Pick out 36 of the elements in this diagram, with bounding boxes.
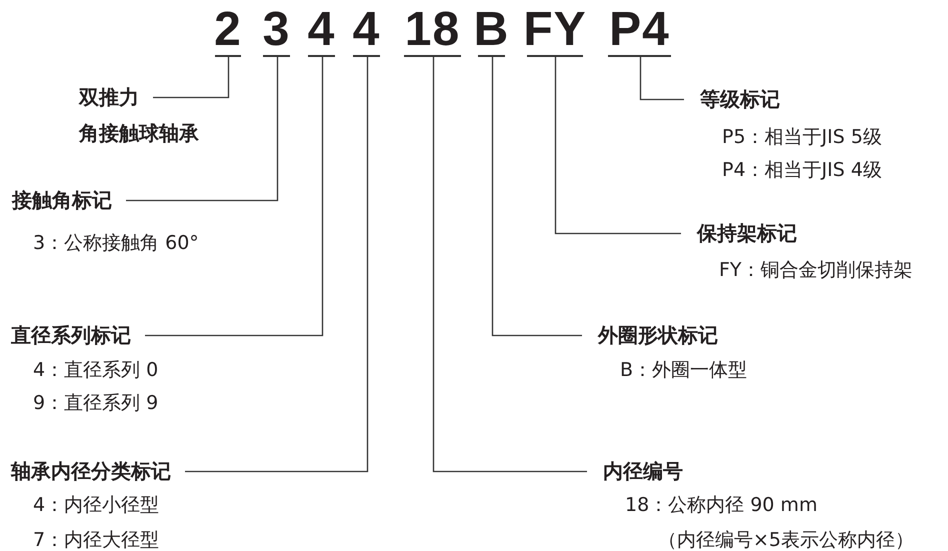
leader-line xyxy=(185,56,368,472)
description-text: 7：内径大径型 xyxy=(33,528,160,551)
leader-line xyxy=(145,56,324,336)
node-heading: 保持架标记 xyxy=(697,220,797,247)
description-text: 4：内径小径型 xyxy=(33,493,160,518)
description-text: FY：铜合金切削保持架 xyxy=(719,258,913,283)
leader-line xyxy=(153,56,230,98)
leader-line xyxy=(126,56,278,202)
node-heading: 双推力 xyxy=(79,84,139,111)
node-heading: 内径编号 xyxy=(603,458,683,485)
description-text: 18：公称内径 90 mm xyxy=(625,493,818,518)
description-text: 9：直径系列 9 xyxy=(33,391,158,416)
code-character: P4 xyxy=(609,4,670,55)
code-character: 2 xyxy=(214,4,242,55)
code-character: B xyxy=(474,4,510,55)
description-text: 3：公称接触角 60° xyxy=(33,231,199,256)
node-heading: 轴承内径分类标记 xyxy=(11,458,171,485)
leader-line xyxy=(554,56,681,234)
description-text: B：外圈一体型 xyxy=(620,358,748,383)
leader-line xyxy=(432,56,587,472)
code-character: 3 xyxy=(262,4,290,55)
description-text: P5：相当于JIS 5级 xyxy=(722,125,882,150)
node-heading: 外圈形状标记 xyxy=(598,322,718,349)
node-heading: 接触角标记 xyxy=(12,187,112,214)
description-text: 4：直径系列 0 xyxy=(33,358,158,383)
code-character: 18 xyxy=(404,4,460,55)
leader-line xyxy=(640,56,684,100)
node-heading: 直径系列标记 xyxy=(11,322,131,349)
description-text: （内径编号×5表示公称内径） xyxy=(658,528,914,551)
code-character: FY xyxy=(523,4,587,55)
description-text: P4：相当于JIS 4级 xyxy=(722,158,882,183)
node-heading: 角接触球轴承 xyxy=(79,120,199,147)
node-heading: 等级标记 xyxy=(700,86,780,113)
code-character: 4 xyxy=(308,4,336,55)
leader-line xyxy=(492,56,582,336)
code-character: 4 xyxy=(352,4,380,55)
